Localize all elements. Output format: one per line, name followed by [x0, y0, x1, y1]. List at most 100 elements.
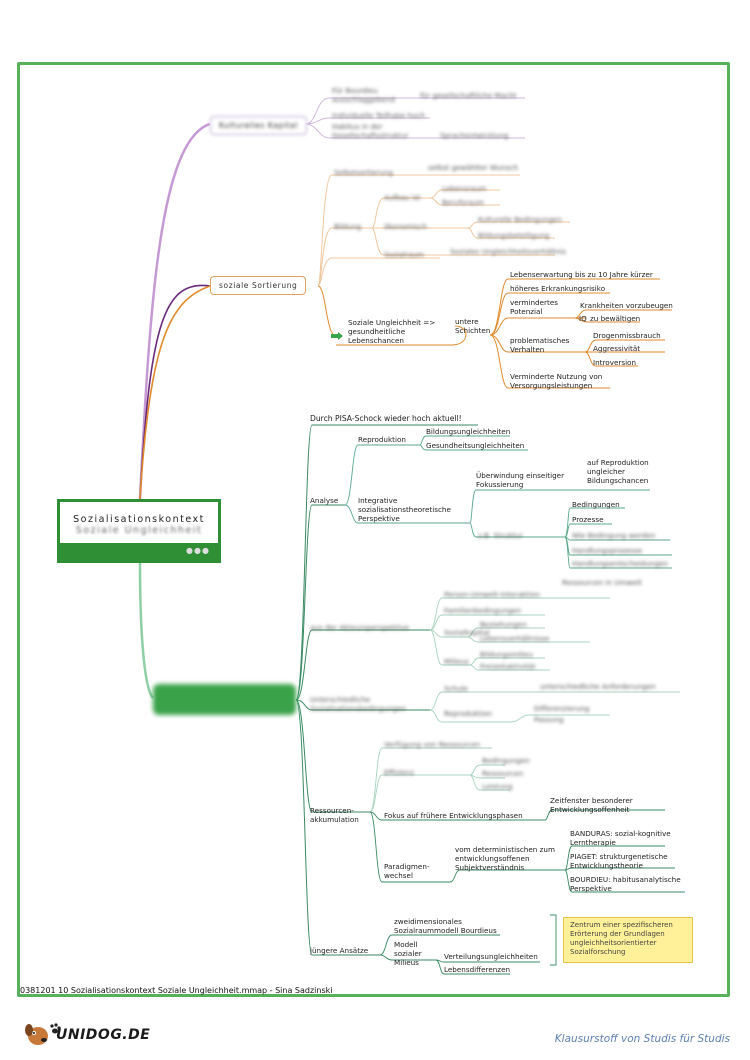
node-ressourcen[interactable]: Ressourcen-akkumulation: [310, 806, 359, 824]
node-integrative[interactable]: Integrative sozialisationstheoretische P…: [358, 496, 451, 523]
node-top-child-5[interactable]: Sprachentwicklung: [440, 131, 509, 140]
node-mid3-3[interactable]: Leistung: [482, 782, 513, 791]
more-dots-icon[interactable]: ●●●: [186, 546, 210, 555]
node-mid2-0[interactable]: Schule: [444, 684, 469, 693]
node-iq[interactable]: IQ: [579, 314, 587, 323]
node-analyse-blur-1[interactable]: Handlungsprozesse: [572, 546, 643, 555]
node-mid2-1[interactable]: unterschiedliche Anforderungen: [540, 682, 656, 691]
node-zentrum-note[interactable]: Zentrum einer spezifischeren Erörterung …: [563, 917, 693, 963]
node-sort-blur-5[interactable]: Berufsraum: [442, 198, 485, 207]
node-mid1-6[interactable]: Milieus: [444, 657, 469, 666]
branch-link-dark: [139, 284, 211, 500]
node-analyse-blur[interactable]: z.B. Struktur: [478, 531, 523, 540]
node-bourdieu[interactable]: BOURDIEU: habitusanalytische Perspektive: [570, 875, 681, 893]
node-erkrankungsrisiko[interactable]: höheres Erkrankungsrisiko: [510, 284, 606, 293]
node-zeitfenster[interactable]: Zeitfenster besonderer Entwicklungsoffen…: [550, 796, 633, 814]
node-top-child-3[interactable]: Individuelle Teilhabe hoch: [332, 111, 425, 120]
arrow-right-icon: [331, 332, 343, 340]
node-bandura[interactable]: BANDURAS: sozial-kognitive Lerntherapie: [570, 829, 671, 847]
node-mid1-8[interactable]: Freizeitaktivität: [480, 662, 536, 671]
node-bewaeltigen[interactable]: zu bewältigen: [590, 314, 641, 323]
node-mid-label-3[interactable]: Verfügung von Ressourcen: [384, 740, 481, 749]
node-mid2-2[interactable]: Reproduktion: [444, 709, 492, 718]
node-mid2-4[interactable]: Passung: [534, 715, 564, 724]
node-sort-blur-9[interactable]: Sozialraum: [384, 250, 425, 259]
node-sort-blur-4[interactable]: Lebensraum: [442, 184, 487, 193]
node-health-label[interactable]: Soziale Ungleichheit => gesundheitliche …: [348, 318, 436, 345]
node-mid1-3[interactable]: Sozialkapital: [444, 628, 490, 637]
node-versorgung[interactable]: Verminderte Nutzung von Versorgungsleist…: [510, 372, 603, 390]
node-mid-label-1[interactable]: aus der Akteursperspektive: [310, 623, 410, 632]
node-problematisches[interactable]: problematisches Verhalten: [510, 336, 570, 354]
node-mid1-2[interactable]: Familienbedingungen: [444, 606, 522, 615]
node-mid2-3[interactable]: Differenzierung: [534, 704, 590, 713]
node-sort-blur-1[interactable]: selbst gewählter Wunsch: [428, 163, 519, 172]
node-analyse-blur-0[interactable]: Wie Bedingung werden: [572, 531, 656, 540]
node-mid3-2[interactable]: Ressourcen: [482, 769, 524, 778]
dog-logo-icon: [25, 1023, 61, 1045]
health-links: [317, 278, 672, 389]
node-introversion[interactable]: Introversion: [593, 358, 637, 367]
node-auf-reproduktion[interactable]: auf Reproduktion ungleicher Bildungschan…: [587, 458, 649, 485]
node-green-blurred[interactable]: [153, 684, 296, 715]
node-reproduktion[interactable]: Reproduktion: [358, 435, 406, 444]
file-path-caption: 0381201 10 Sozialisationskontext Soziale…: [20, 986, 333, 995]
ressourcen-links: [369, 809, 685, 975]
node-mid1-0[interactable]: Person-Umwelt-Interaktion: [444, 590, 540, 599]
node-top-child-4[interactable]: Habitus in der Gesellschaftsstruktur: [332, 122, 409, 140]
node-mid1-5[interactable]: Lebensverhältnisse: [480, 634, 550, 643]
node-verteilung[interactable]: Verteilungsungleichheiten: [444, 952, 538, 961]
node-pisa[interactable]: Durch PISA-Schock wieder hoch aktuell!: [310, 414, 462, 423]
analyse-links: [344, 435, 672, 569]
node-prozesse[interactable]: Prozesse: [572, 515, 604, 524]
central-subtitle: Soziale Ungleichheit: [75, 525, 203, 536]
node-krankheiten[interactable]: Krankheiten vorzubeugen: [580, 301, 673, 310]
node-fokus[interactable]: Fokus auf frühere Entwicklungsphasen: [384, 811, 523, 820]
node-mid1-7[interactable]: Bildungsmilieu: [480, 650, 533, 659]
node-soziale-sortierung[interactable]: soziale Sortierung: [210, 276, 307, 295]
node-juengere[interactable]: jüngere Ansätze: [310, 946, 369, 955]
central-topic[interactable]: Sozialisationskontext Soziale Ungleichhe…: [57, 499, 221, 563]
page-frame: [17, 62, 730, 997]
central-bar: [60, 543, 218, 560]
logo-text: UNIDOG.DE: [56, 1027, 151, 1043]
node-top-child-1[interactable]: Für Bourdieu ausschlaggebend: [332, 86, 396, 104]
node-mid1-1[interactable]: Ressourcen in Umwelt: [562, 578, 642, 587]
node-zweidim[interactable]: zweidimensionales Sozialraummodell Bourd…: [394, 917, 497, 935]
node-top-child-2[interactable]: für gesellschaftliche Macht: [420, 91, 517, 100]
node-gesundheitsungleichheiten[interactable]: Gesundheitsungleichheiten: [426, 441, 525, 450]
node-sort-blur-7[interactable]: Kulturelle Bedingungen: [478, 215, 562, 224]
node-kulturelles-kapital[interactable]: Kulturelles Kapital: [210, 116, 307, 135]
top-sub-links: [304, 97, 525, 139]
node-sort-blur-3[interactable]: Aufbau ist: [384, 193, 421, 202]
node-sort-blur-6[interactable]: ökonomisch: [384, 222, 427, 231]
node-analyse[interactable]: Analyse: [310, 496, 339, 505]
node-bildungsungleichheiten[interactable]: Bildungsungleichheiten: [426, 427, 511, 436]
node-vom[interactable]: vom deterministischen zum entwicklungsof…: [455, 845, 555, 872]
node-lebenserwartung[interactable]: Lebenserwartung bis zu 10 Jahre kürzer: [510, 270, 653, 279]
node-sort-blur-0[interactable]: Selbstsortierung: [334, 168, 394, 177]
branch-link-green: [138, 562, 155, 699]
node-bedingungen[interactable]: Bedingungen: [572, 500, 620, 509]
node-potenzial[interactable]: vermindertes Potenzial: [510, 298, 558, 316]
node-aggressivitaet[interactable]: Aggressivität: [593, 344, 641, 353]
node-ueberwindung[interactable]: Überwindung einseitiger Fokussierung: [476, 471, 565, 489]
node-untere-schichten[interactable]: untere Schichten: [455, 317, 491, 335]
node-mid-label-2[interactable]: Unterschiedliche Sozialisationsbedingung…: [310, 695, 407, 713]
node-mid3-1[interactable]: Bedingungen: [482, 756, 530, 765]
node-sort-blur-2[interactable]: Bildung: [334, 222, 362, 231]
node-lebens[interactable]: Lebensdifferenzen: [444, 965, 511, 974]
node-modell[interactable]: Modell sozialer Milieus: [394, 940, 422, 967]
central-title: Sozialisationskontext: [73, 514, 205, 525]
node-drogen[interactable]: Drogenmissbrauch: [593, 331, 661, 340]
node-paradigmen[interactable]: Paradigmen-wechsel: [384, 862, 430, 880]
node-sort-blur-8[interactable]: Bildungsbeteiligung: [478, 231, 550, 240]
node-mid3-0[interactable]: Effizienz: [384, 768, 415, 777]
node-sort-blur-10[interactable]: Soziales Ungleichheitsverhältnis: [450, 247, 566, 256]
node-piaget[interactable]: PIAGET: strukturgenetische Entwicklungst…: [570, 852, 668, 870]
sortierung-blur-links: [317, 174, 570, 287]
node-mid1-4[interactable]: Beziehungen: [480, 620, 527, 629]
node-analyse-blur-2[interactable]: Handlungsentscheidungen: [572, 559, 669, 568]
branch-link-top: [138, 122, 211, 500]
